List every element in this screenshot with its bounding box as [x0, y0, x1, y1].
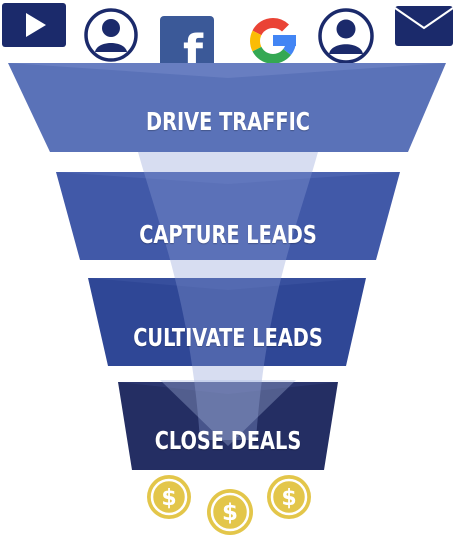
youtube-play-icon	[2, 3, 66, 47]
svg-text:$: $	[281, 486, 296, 511]
svg-text:f: f	[183, 25, 204, 70]
facebook-icon: f	[160, 16, 214, 70]
stage-label-capture-leads: CAPTURE LEADS	[139, 220, 317, 249]
svg-text:$: $	[222, 500, 238, 526]
user-avatar-icon-2	[318, 8, 374, 64]
dollar-coin-icon: $	[267, 475, 311, 519]
mail-icon	[394, 6, 454, 46]
svg-text:$: $	[161, 486, 176, 511]
funnel-stage-2	[56, 172, 400, 260]
dollar-coin-icon: $	[147, 475, 191, 519]
stage-label-drive-traffic: DRIVE TRAFFIC	[146, 107, 310, 136]
funnel-stage-1	[8, 63, 446, 152]
funnel-stage-3	[88, 278, 366, 366]
stage-label-cultivate-leads: CULTIVATE LEADS	[133, 323, 323, 352]
funnel-stage-4	[118, 382, 338, 470]
stage-label-close-deals: CLOSE DEALS	[154, 426, 302, 455]
user-avatar-icon	[84, 8, 138, 62]
google-icon	[250, 18, 296, 64]
dollar-coin-icon: $	[207, 489, 253, 535]
